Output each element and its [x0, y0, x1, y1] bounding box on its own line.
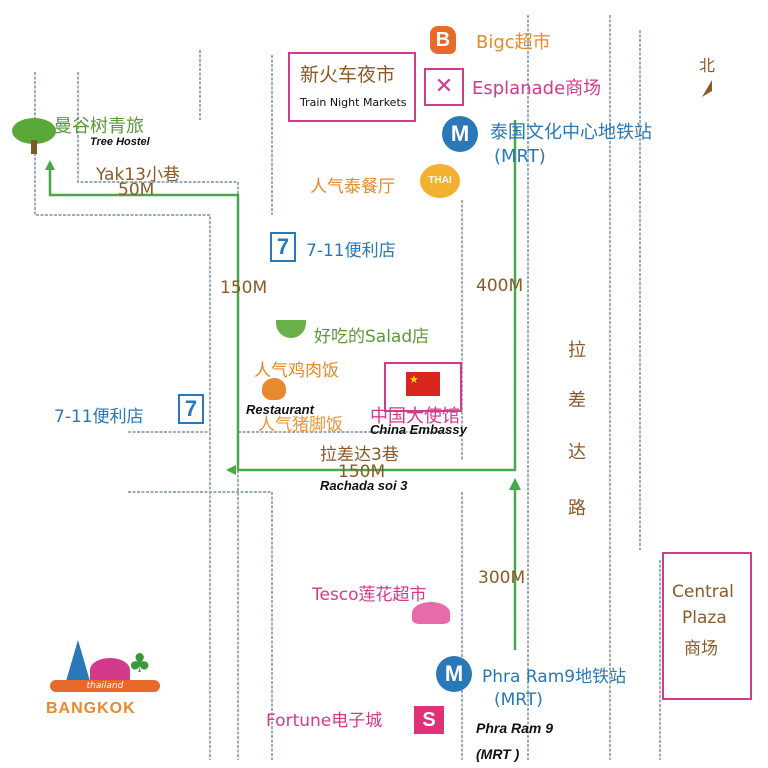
soi3-en-label: Rachada soi 3: [320, 478, 408, 493]
restaurant-en-label: Restaurant: [246, 402, 314, 417]
route-line: [48, 120, 517, 472]
tree-hostel-label: 曼谷树青旅: [54, 116, 144, 137]
rama9-en-line1: Phra Ram 9: [476, 720, 554, 736]
distance-150-left: 150M: [220, 278, 268, 298]
thailand-banner: thailand: [50, 680, 160, 692]
salad-bowl-icon: [276, 320, 306, 338]
thai-restaurant-label: 人气泰餐厅: [310, 177, 395, 197]
salad-label: 好吃的Salad店: [314, 327, 430, 347]
bangkok-wordmark: BANGKOK: [46, 700, 136, 717]
tree-hostel-en: Tree Hostel: [90, 136, 150, 148]
route-arrow-left: [226, 465, 236, 475]
mrt-rama9-icon: M: [436, 656, 472, 692]
road-name-char-2: 差: [568, 390, 586, 411]
mrt-culture-icon: M: [442, 116, 478, 152]
mrt-rama9-label: Phra Ram9地铁站: [482, 667, 627, 687]
train-night-market-cn: 新火车夜市: [300, 64, 396, 86]
chicken-icon: [262, 378, 286, 400]
thai-badge-icon: THAI: [420, 164, 460, 198]
lotus-icon: [412, 602, 450, 624]
bigc-icon: B: [430, 26, 456, 54]
seven-eleven-icon: 7: [270, 232, 296, 262]
palm-icon: ♣: [128, 649, 152, 679]
chicken-rice-label: 人气鸡肉饭: [254, 361, 339, 381]
tree-trunk: [31, 140, 37, 154]
tesco-label: Tesco莲花超市: [312, 585, 427, 605]
pork-rice-label: 人气猪脚饭: [258, 415, 343, 435]
distance-400: 400M: [476, 276, 524, 296]
mrt-culture-en: (MRT): [494, 146, 546, 167]
route-arrow-up-bottom: [509, 478, 521, 490]
mrt-rama9-en: (MRT): [494, 690, 543, 710]
seven-eleven-left-label: 7-11便利店: [54, 407, 144, 427]
north-label: 北: [699, 56, 716, 75]
embassy-en-label: China Embassy: [370, 422, 467, 437]
mrt-culture-label: 泰国文化中心地铁站: [490, 122, 652, 143]
buddha-icon: [90, 658, 130, 682]
embassy-box: [384, 362, 462, 412]
roads: [34, 15, 661, 760]
route: [48, 120, 517, 650]
seven-eleven-left-icon: 7: [178, 394, 204, 424]
yak13-distance: 50M: [118, 180, 155, 200]
road-name-char-4: 路: [568, 498, 586, 519]
rama9-en-line2: (MRT ): [476, 746, 520, 762]
central-plaza-line3: 商场: [684, 639, 718, 659]
road-name-char-3: 达: [568, 442, 586, 463]
north-arrow-icon: [702, 80, 712, 97]
road-segment: [34, 72, 211, 520]
bangkok-logo: ♣ thailand: [50, 634, 160, 692]
road-name-char-1: 拉: [568, 340, 586, 361]
bigc-label: Bigc超市: [476, 32, 551, 53]
tree-icon: [12, 118, 56, 144]
esplanade-icon: ✕: [424, 68, 464, 106]
fortune-label: Fortune电子城: [266, 711, 383, 731]
yak13-label: Yak13小巷: [96, 165, 180, 185]
train-night-market-en: Train Night Markets: [300, 96, 407, 109]
soi3-distance: 150M: [338, 462, 386, 482]
distance-300: 300M: [478, 568, 526, 588]
soi3-cn-label: 拉差达3巷: [320, 445, 399, 465]
train-night-market-box: 新火车夜市 Train Night Markets: [288, 52, 416, 122]
central-plaza-line1: Central: [672, 582, 734, 602]
route-arrow-up: [45, 160, 55, 170]
fortune-icon: S: [414, 706, 444, 734]
china-flag-icon: ★: [406, 372, 440, 396]
central-plaza-box: Central Plaza 商场: [662, 552, 752, 700]
esplanade-label: Esplanade商场: [472, 78, 602, 99]
seven-eleven-top-label: 7-11便利店: [306, 241, 396, 261]
central-plaza-line2: Plaza: [682, 608, 727, 628]
road-segment: [128, 491, 273, 760]
embassy-cn-label: 中国大使馆: [370, 406, 460, 427]
